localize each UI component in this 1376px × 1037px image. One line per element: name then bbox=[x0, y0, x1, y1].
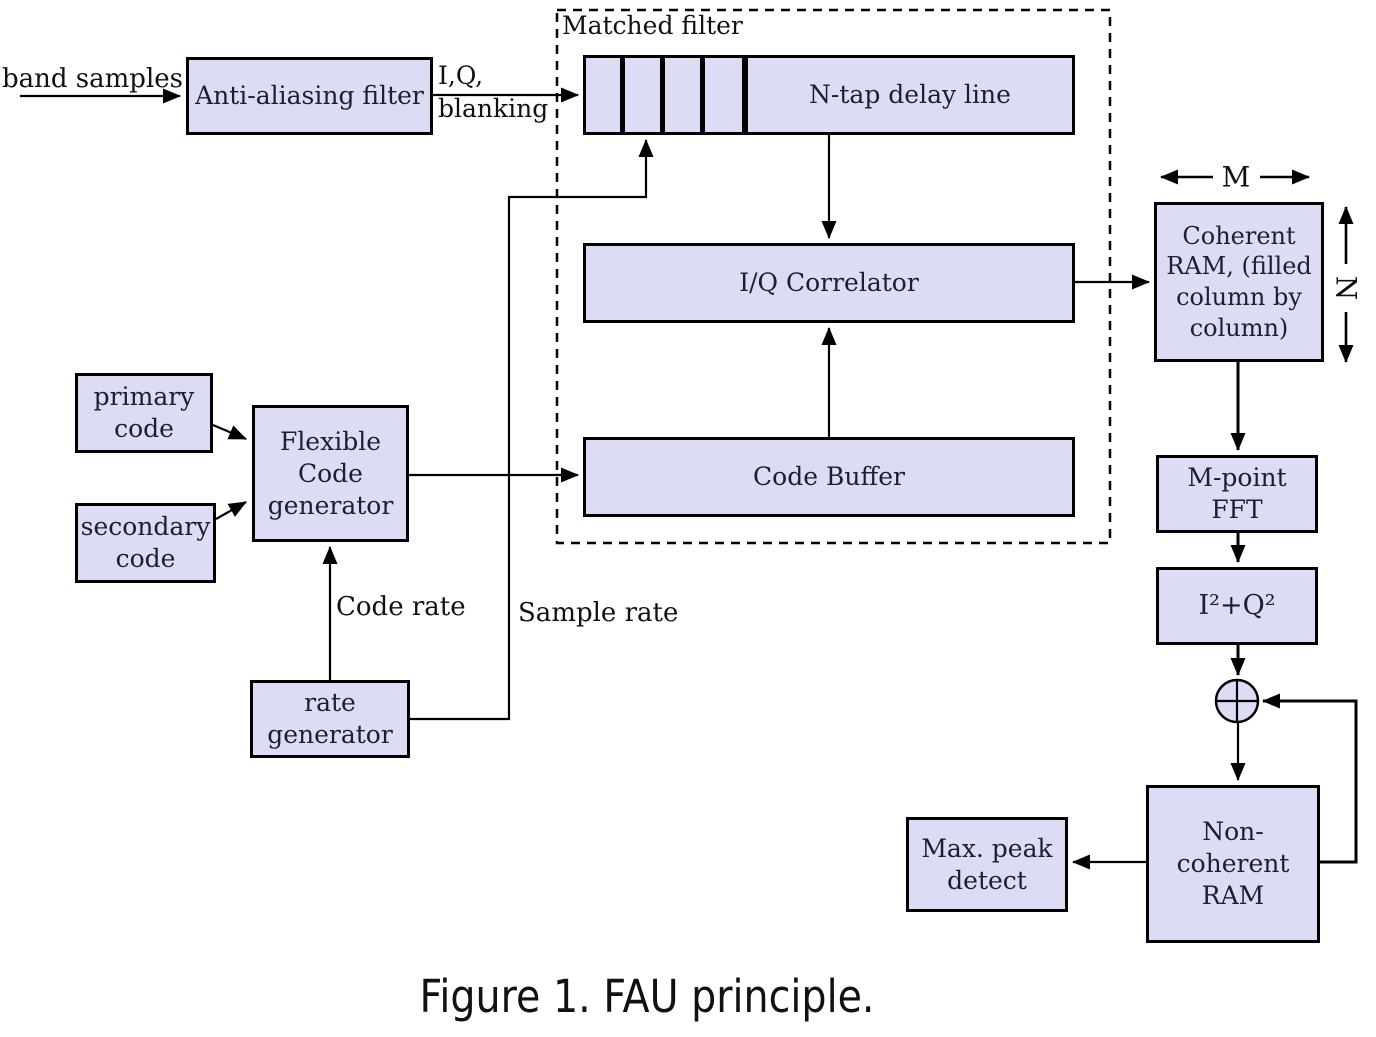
block-code-buffer: Code Buffer bbox=[583, 437, 1075, 517]
figure-caption: Figure 1. FAU principle. bbox=[419, 970, 875, 1023]
feedback-noncoherent-ram-to-adder bbox=[1262, 693, 1358, 864]
tap-divider bbox=[660, 57, 665, 133]
coherent-ram-label: Coherent RAM, (filled column by column) bbox=[1166, 221, 1312, 342]
block-primary-code: primary code bbox=[75, 373, 213, 453]
rate-generator-label: rate generator bbox=[267, 688, 393, 749]
block-secondary-code: secondary code bbox=[75, 503, 216, 583]
primary-code-label: primary code bbox=[93, 382, 195, 443]
block-iq-correlator: I/Q Correlator bbox=[583, 243, 1075, 323]
max-peak-detect-label: Max. peak detect bbox=[921, 833, 1053, 895]
i2-plus-q2-label: I²+Q² bbox=[1198, 589, 1276, 621]
block-m-point-fft: M-point FFT bbox=[1156, 455, 1318, 533]
secondary-code-label: secondary code bbox=[80, 512, 211, 573]
input-signal-label: band samples bbox=[2, 64, 183, 94]
sample-rate-label: Sample rate bbox=[518, 598, 679, 628]
iq-correlator-label: I/Q Correlator bbox=[739, 268, 919, 297]
m-point-fft-label: M-point FFT bbox=[1187, 463, 1287, 524]
block-coherent-ram: Coherent RAM, (filled column by column) bbox=[1154, 202, 1324, 362]
n-tap-delay-line-label: N-tap delay line bbox=[809, 80, 1011, 109]
block-max-peak-detect: Max. peak detect bbox=[906, 817, 1068, 912]
iq-blanking-label: I,Q, blanking bbox=[438, 61, 549, 123]
code-buffer-label: Code Buffer bbox=[753, 462, 905, 491]
dim-n-label: N bbox=[1329, 271, 1363, 305]
block-anti-aliasing-filter: Anti-aliasing filter bbox=[186, 57, 433, 135]
adder-icon bbox=[1214, 678, 1260, 724]
arrow-secondary-to-flexgen bbox=[215, 501, 247, 520]
code-rate-label: Code rate bbox=[336, 592, 466, 622]
arrow-sample-rate bbox=[409, 139, 654, 721]
block-i2-plus-q2: I²+Q² bbox=[1156, 567, 1318, 645]
arrow-primary-to-flexgen bbox=[212, 423, 247, 441]
delay-line-taps bbox=[583, 55, 745, 135]
non-coherent-ram-label: Non-coherent RAM bbox=[1176, 817, 1290, 910]
anti-aliasing-filter-label: Anti-aliasing filter bbox=[195, 81, 424, 110]
dim-m-label: M bbox=[1217, 160, 1255, 194]
block-flexible-code-generator: Flexible Code generator bbox=[252, 405, 409, 542]
tap-divider bbox=[620, 57, 625, 133]
tap-divider bbox=[700, 57, 705, 133]
block-rate-generator: rate generator bbox=[250, 680, 410, 758]
matched-filter-dashed-box bbox=[555, 8, 1112, 545]
flexible-code-generator-label: Flexible Code generator bbox=[267, 426, 394, 520]
block-non-coherent-ram: Non-coherent RAM bbox=[1146, 785, 1320, 943]
block-n-tap-delay-line: N-tap delay line bbox=[745, 55, 1075, 135]
matched-filter-label: Matched filter bbox=[562, 11, 743, 40]
